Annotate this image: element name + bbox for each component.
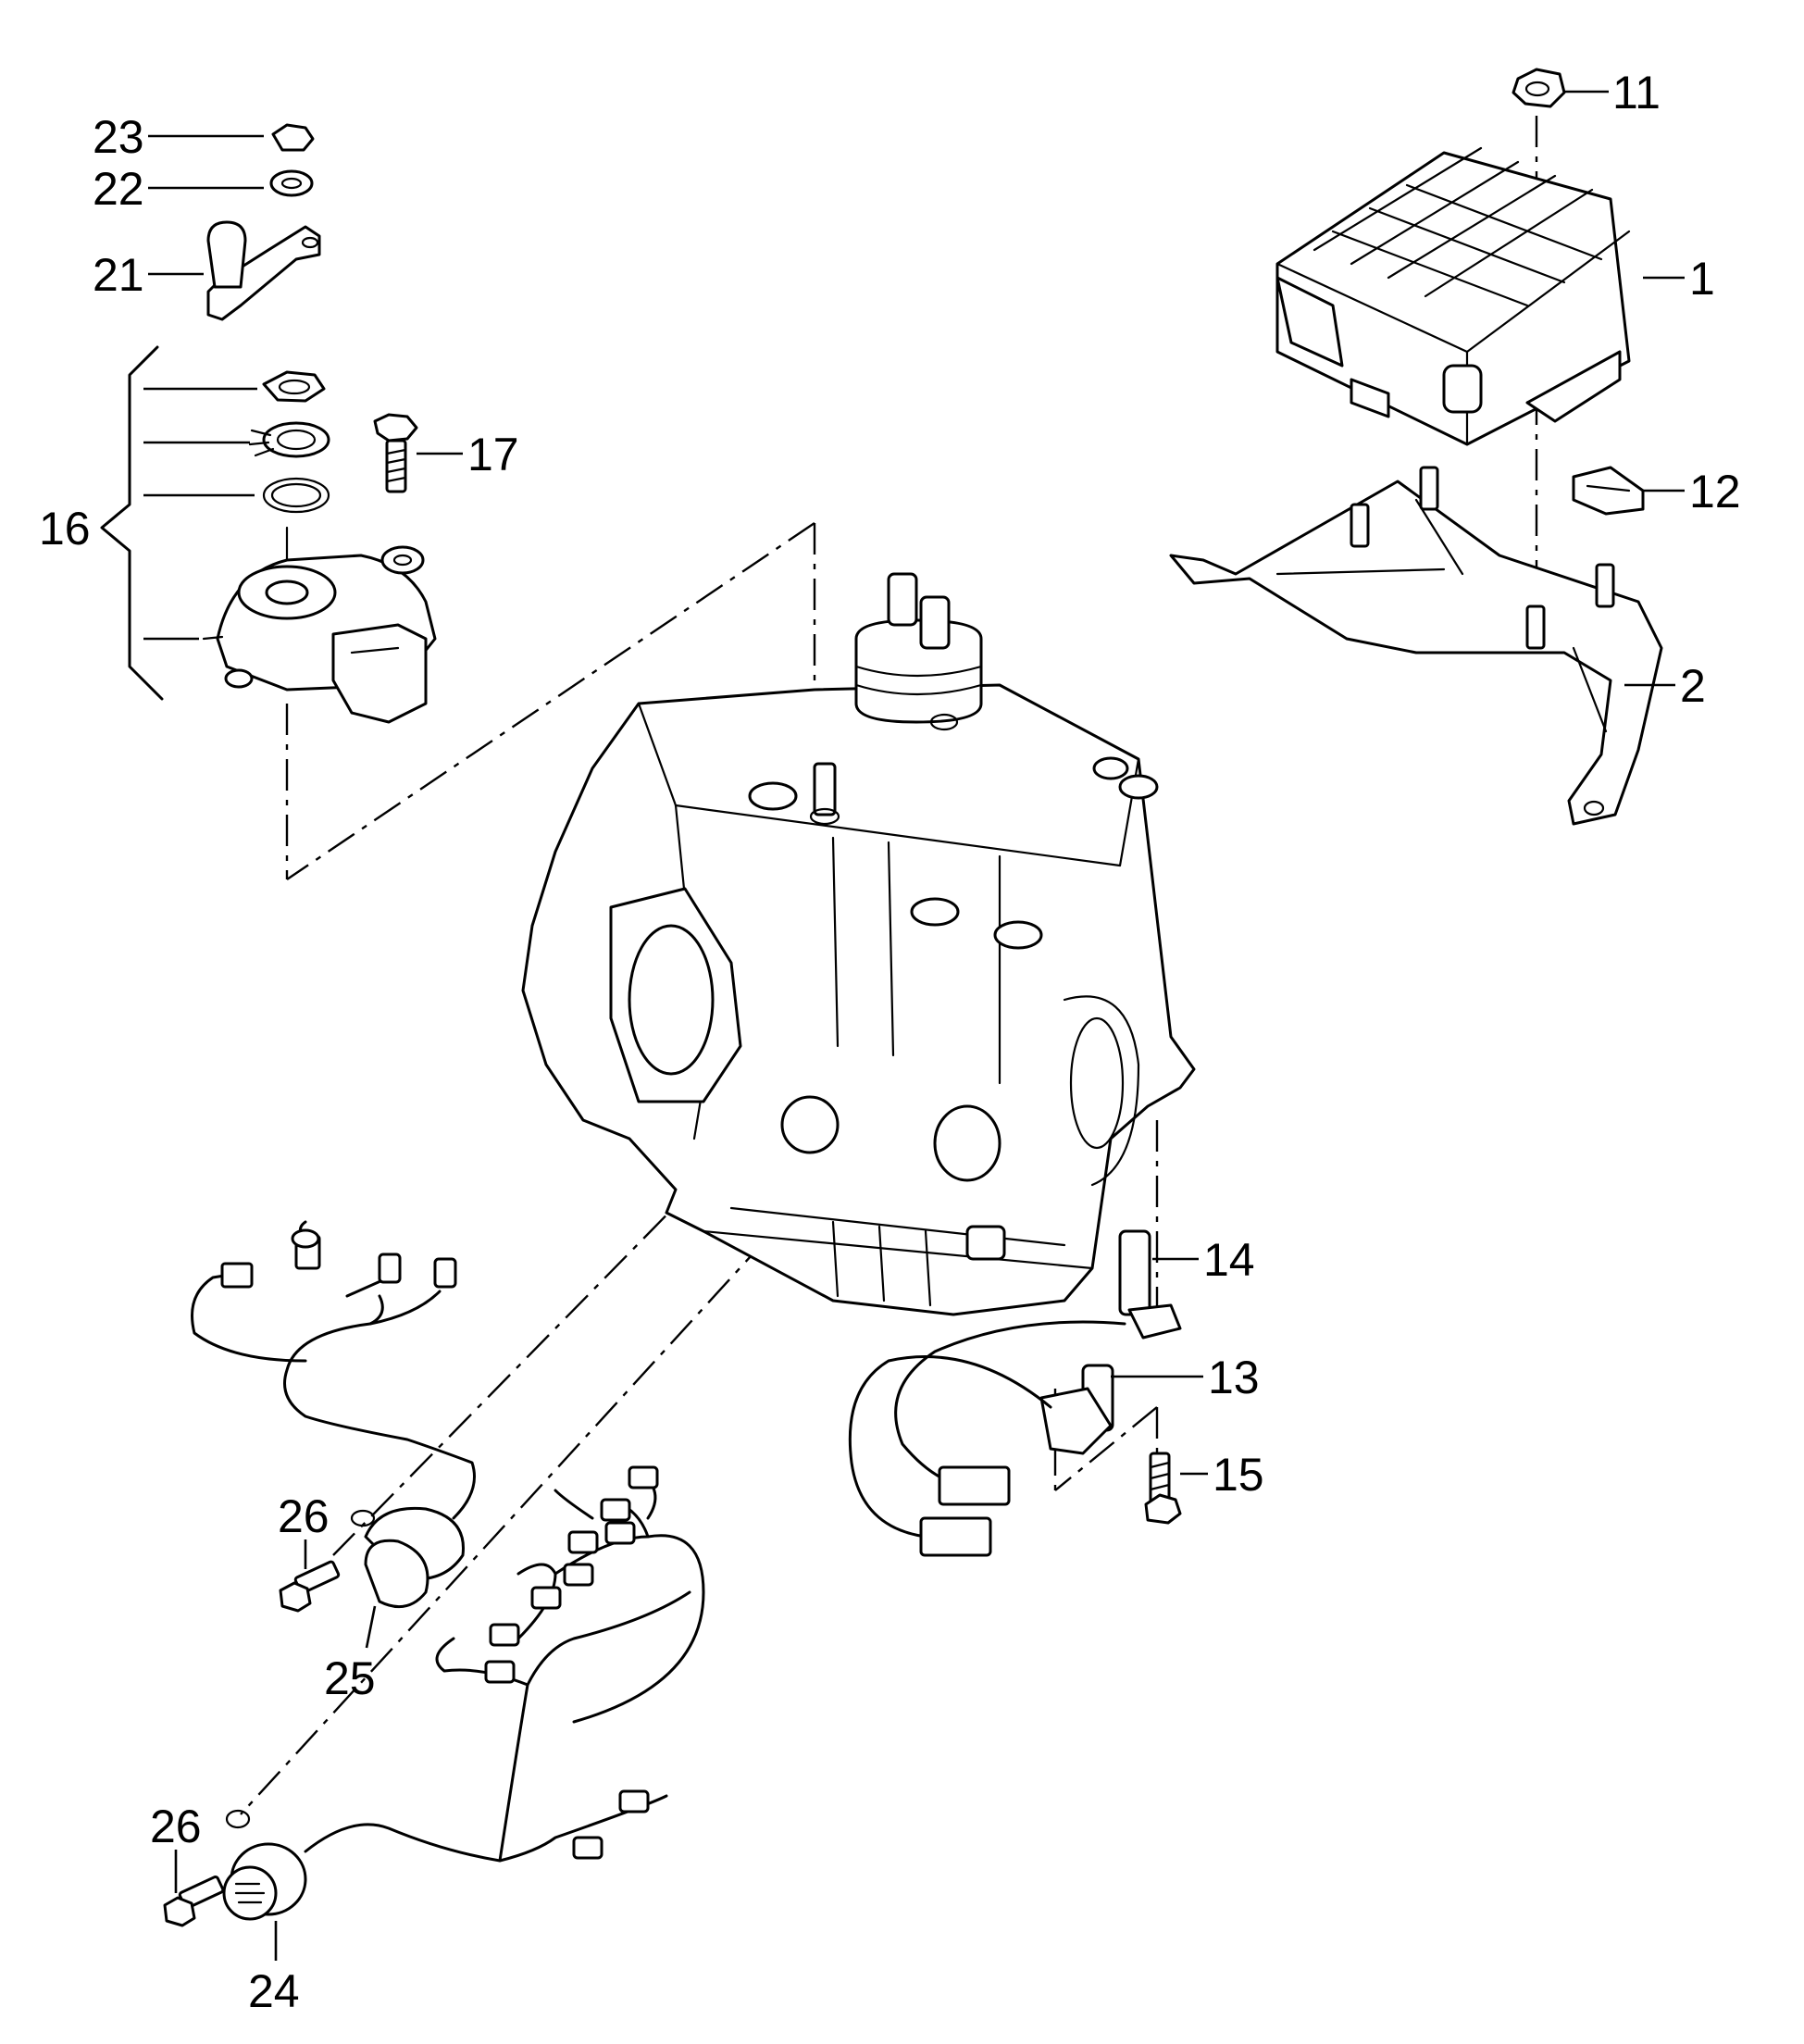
callout-21: 21: [93, 249, 144, 301]
callout-13: 13: [1208, 1352, 1260, 1403]
harness-lower: [304, 1465, 705, 1863]
sensor-harness-right: [848, 1320, 1126, 1557]
control-unit: [1275, 146, 1631, 446]
bolt-15: [1144, 1452, 1182, 1525]
bolt-26-lower: [163, 1876, 225, 1927]
callout-26-upper: 26: [278, 1490, 330, 1542]
leader-lines: [148, 90, 1685, 1961]
transmission-housing: [521, 572, 1196, 1316]
nut-23: [271, 123, 315, 152]
sensor-24: [222, 1809, 307, 1921]
clip-12: [1572, 466, 1645, 516]
bolt-26-upper: [279, 1560, 341, 1613]
callout-1: 1: [1689, 253, 1715, 305]
callout-25: 25: [324, 1652, 376, 1704]
callout-11: 11: [1612, 67, 1661, 118]
bolt-17: [373, 413, 418, 493]
bracket-2: [1169, 466, 1663, 826]
lever-21: [206, 220, 321, 321]
callout-22: 22: [93, 163, 144, 215]
callout-2: 2: [1680, 660, 1706, 712]
callout-15: 15: [1213, 1449, 1264, 1501]
sensor-13: [1039, 1364, 1114, 1455]
bracket-16: [100, 345, 257, 701]
callout-16: 16: [39, 503, 91, 555]
position-switch-16: [202, 545, 437, 724]
sensor-14: [1118, 1229, 1182, 1340]
callout-14: 14: [1203, 1234, 1255, 1286]
switch-kit-parts: [248, 370, 330, 562]
callout-17: 17: [467, 429, 519, 480]
callout-labels: 1 2 11 12 13 14 15 16 17 21 22 23 24 25 …: [39, 67, 1741, 2017]
callout-12: 12: [1689, 466, 1741, 517]
callout-24: 24: [248, 1965, 300, 2017]
sensor-25: [350, 1506, 465, 1609]
harness-upper: [191, 1220, 476, 1520]
washer-22: [269, 169, 314, 197]
callout-23: 23: [93, 111, 144, 163]
callout-26-lower: 26: [150, 1801, 202, 1852]
nut-11: [1512, 68, 1566, 108]
